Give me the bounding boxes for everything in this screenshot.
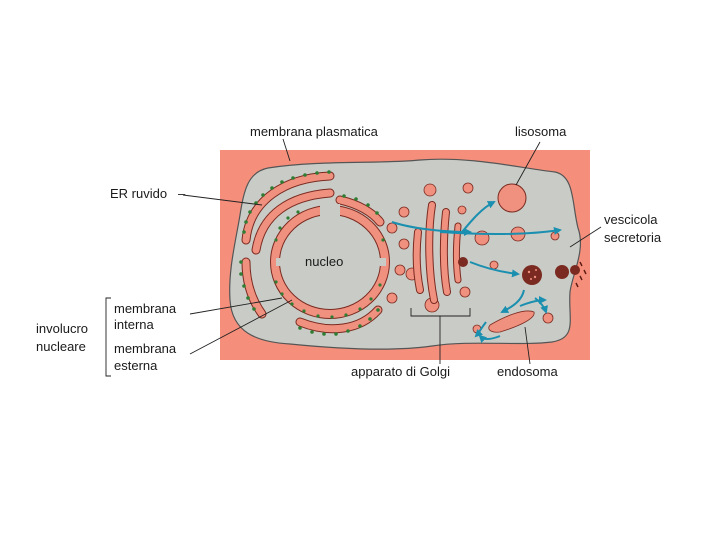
label-lysosome: lisosoma bbox=[515, 124, 567, 139]
label-nucleus: nucleo bbox=[305, 254, 343, 269]
golgi-vesicle bbox=[458, 257, 468, 267]
leader-lines bbox=[105, 138, 602, 377]
rough-er bbox=[241, 171, 385, 334]
label-endosome: endosoma bbox=[497, 364, 558, 379]
lysosome bbox=[497, 183, 527, 213]
transport-arrows bbox=[391, 201, 562, 344]
label-inner-membrane-2: interna bbox=[114, 317, 155, 332]
endosome-small bbox=[542, 312, 554, 324]
label-outer-membrane-1: membrana bbox=[114, 341, 177, 356]
label-plasma-membrane: membrana plasmatica bbox=[250, 124, 379, 139]
label-rough-er-dash: – bbox=[178, 186, 186, 201]
label-rough-er: ER ruvido bbox=[110, 186, 167, 201]
secretory-vesicle bbox=[522, 265, 580, 285]
label-secretory-vesicle-1: vescicola bbox=[604, 212, 658, 227]
nuclear-ribosomes bbox=[274, 210, 385, 319]
secreted-material bbox=[575, 261, 587, 288]
golgi-apparatus bbox=[412, 201, 462, 304]
label-outer-membrane-2: esterna bbox=[114, 358, 158, 373]
label-nuclear-envelope-1: involucro bbox=[36, 321, 88, 336]
nucleus bbox=[270, 204, 390, 319]
label-inner-membrane-1: membrana bbox=[114, 301, 177, 316]
ribosomes bbox=[239, 170, 380, 336]
endosome bbox=[488, 310, 535, 333]
label-secretory-vesicle-2: secretoria bbox=[604, 230, 662, 245]
label-golgi: apparato di Golgi bbox=[351, 364, 450, 379]
label-nuclear-envelope-2: nucleare bbox=[36, 339, 86, 354]
